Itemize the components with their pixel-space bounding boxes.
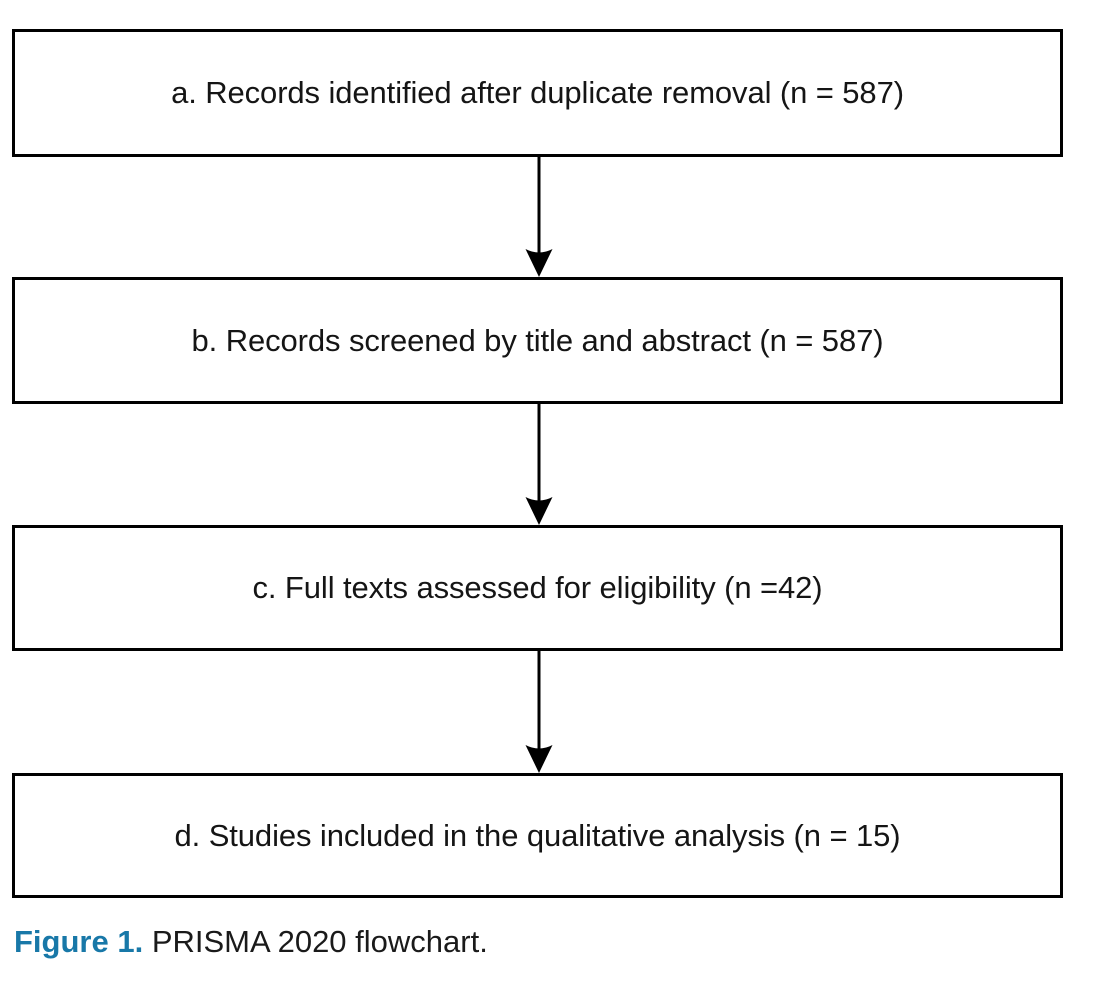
figure-caption-lead: Figure 1.	[14, 924, 144, 959]
flow-node-b: b. Records screened by title and abstrac…	[12, 277, 1063, 404]
flow-arrow-c-to-d	[512, 651, 566, 773]
flow-node-b-label: b. Records screened by title and abstrac…	[191, 322, 884, 358]
figure-caption-spacer	[143, 924, 152, 959]
flow-arrow-b-to-c	[512, 404, 566, 525]
figure-caption: Figure 1. PRISMA 2020 flowchart.	[14, 923, 488, 962]
flow-node-c-label: c. Full texts assessed for eligibility (…	[252, 570, 823, 606]
flow-node-c: c. Full texts assessed for eligibility (…	[12, 525, 1063, 651]
flow-node-d: d. Studies included in the qualitative a…	[12, 773, 1063, 898]
figure-caption-text: PRISMA 2020 flowchart.	[151, 924, 488, 959]
flow-arrow-a-to-b	[512, 157, 566, 277]
flow-node-a-label: a. Records identified after duplicate re…	[171, 75, 904, 111]
flow-node-d-label: d. Studies included in the qualitative a…	[174, 817, 901, 853]
flow-node-a: a. Records identified after duplicate re…	[12, 29, 1063, 157]
